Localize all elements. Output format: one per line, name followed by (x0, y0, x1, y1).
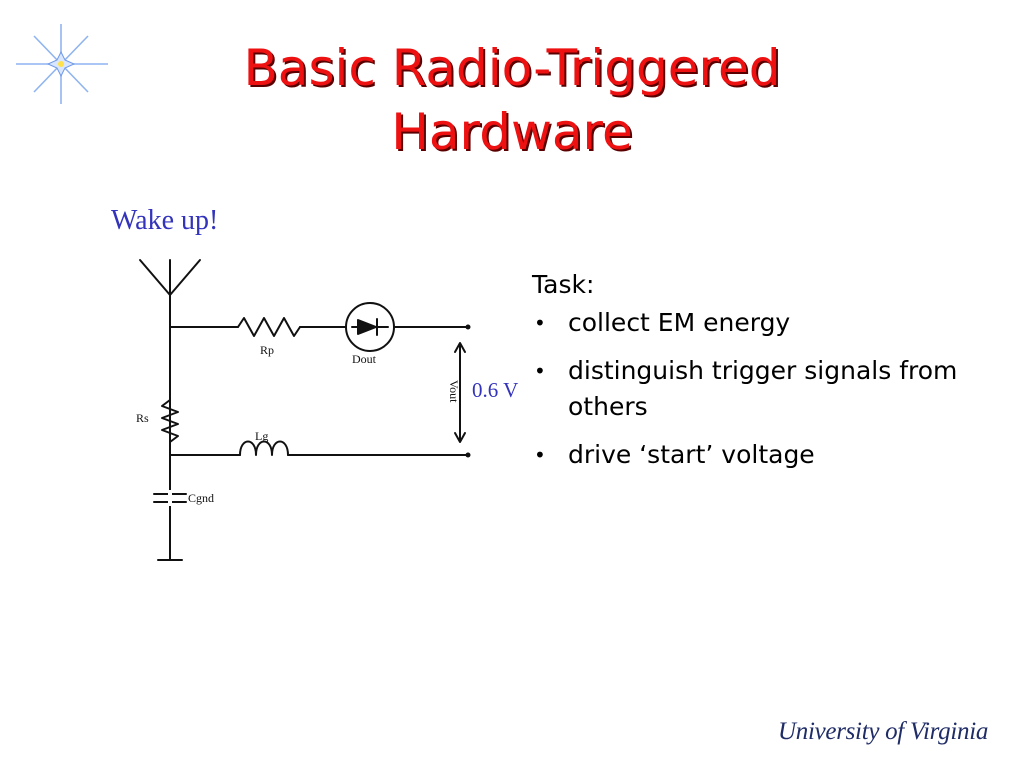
task-list: • collect EM energy • distinguish trigge… (532, 305, 1002, 473)
task-heading: Task: (532, 270, 595, 299)
list-item: • distinguish trigger signals from other… (532, 353, 1002, 425)
dout-label: Dout (352, 352, 377, 366)
bullet-icon: • (534, 359, 546, 383)
inductor-lg (239, 440, 289, 456)
voltage-label: 0.6 V (472, 378, 519, 402)
bullet-icon: • (534, 443, 546, 467)
bullet-icon: • (534, 311, 546, 335)
title-line-2: Hardware (391, 103, 633, 161)
slide-title: Basic Radio-Triggered Hardware (0, 36, 1024, 164)
title-line-1: Basic Radio-Triggered (243, 39, 781, 97)
starburst-icon (16, 24, 108, 104)
task-item-text: drive ‘start’ voltage (568, 440, 815, 469)
resistor-rs (161, 399, 179, 443)
task-block: Task: • collect EM energy • distinguish … (532, 267, 1002, 485)
task-item-text: collect EM energy (568, 308, 791, 337)
rs-label: Rs (136, 411, 149, 425)
rp-label: Rp (260, 343, 274, 357)
cgnd-label: Cgnd (188, 491, 214, 505)
task-item-text: distinguish trigger signals from others (568, 356, 958, 421)
list-item: • collect EM energy (532, 305, 1002, 341)
vout-label: Vout (447, 380, 461, 403)
list-item: • drive ‘start’ voltage (532, 437, 1002, 473)
wake-up-label: Wake up! (111, 205, 219, 236)
lg-label: Lg (255, 429, 268, 443)
university-logo: University of Virginia (778, 718, 989, 745)
circuit-diagram: Rp Dout Rs Lg Cgnd Vout (136, 259, 471, 561)
resistor-rp (237, 317, 301, 337)
